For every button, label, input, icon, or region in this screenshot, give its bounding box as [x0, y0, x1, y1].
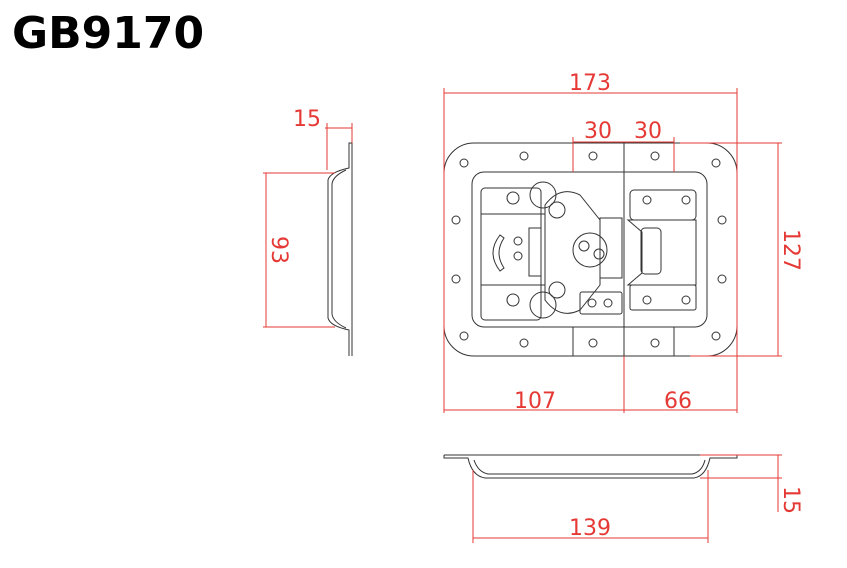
dim-recess-width: 139 [569, 516, 611, 541]
dim-bottom-depth: 15 [778, 486, 803, 514]
product-code-title: GB9170 [12, 8, 205, 59]
bottom-view [443, 454, 738, 479]
dim-overall-height: 127 [778, 229, 803, 271]
dimension-lines [263, 88, 782, 543]
front-view [443, 142, 738, 357]
dim-left-to-center: 107 [514, 389, 556, 414]
side-view [327, 142, 353, 356]
dim-hole-offset-left: 30 [584, 119, 612, 144]
dim-overall-width: 173 [569, 71, 611, 96]
dim-side-depth: 15 [293, 107, 321, 132]
dim-hole-offset-right: 30 [634, 119, 662, 144]
dim-side-recess-height: 93 [266, 236, 291, 264]
dim-center-to-right: 66 [664, 389, 692, 414]
mounting-holes [451, 151, 727, 348]
dimension-labels: 173 30 30 127 107 66 15 93 15 139 [266, 71, 803, 541]
